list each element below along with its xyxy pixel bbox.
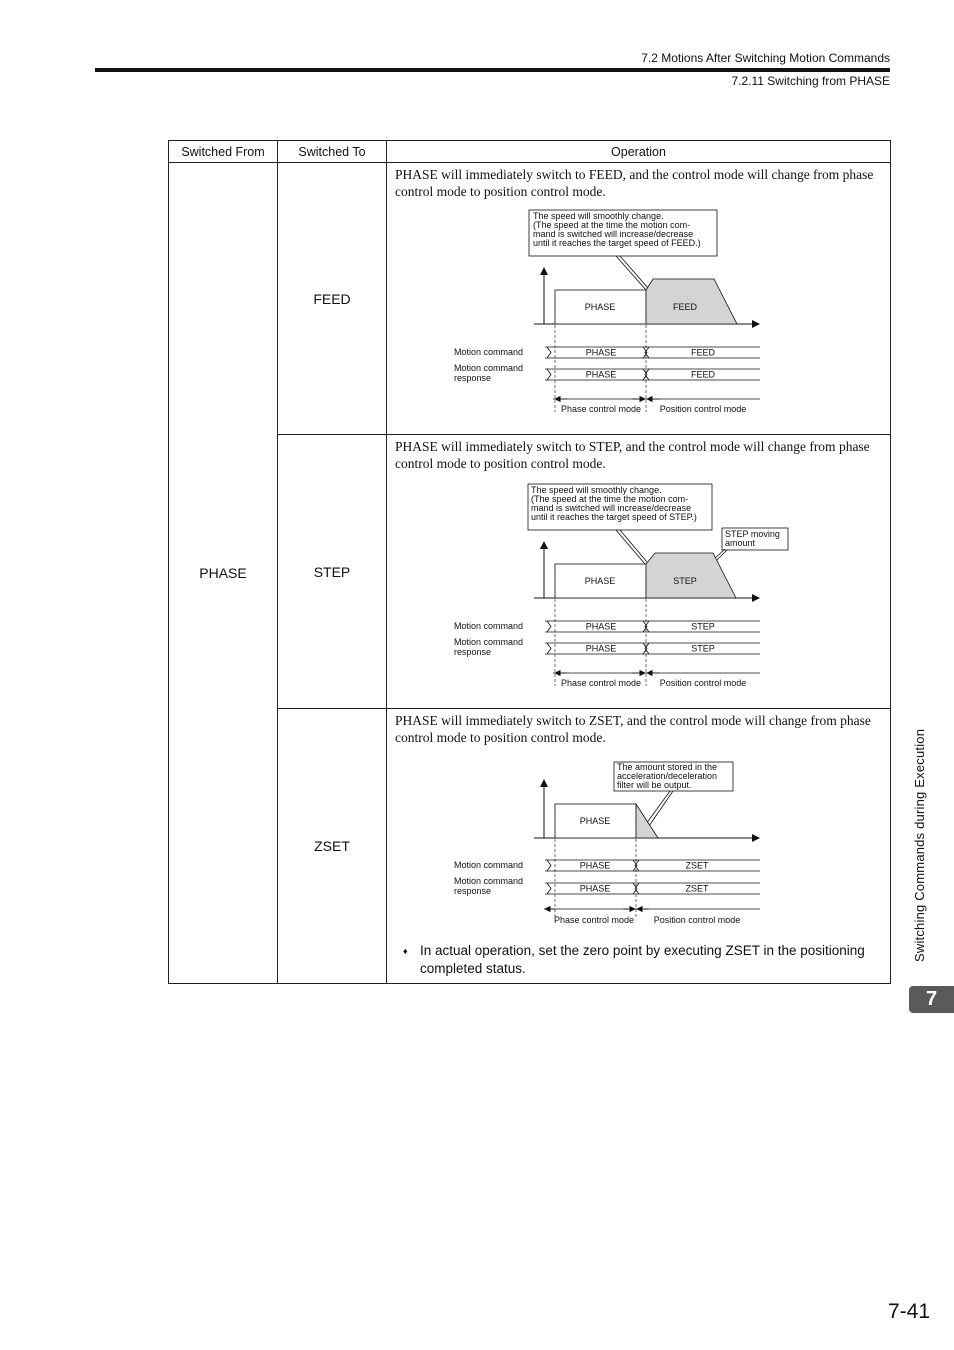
response-feed: FEED <box>691 370 716 380</box>
step-region <box>645 552 737 599</box>
header-rule <box>95 68 890 72</box>
command-step: STEP <box>691 622 715 632</box>
bullet-icon: ♦ <box>403 946 408 956</box>
note-line: amount <box>725 538 756 548</box>
bullet-text: In actual operation, set the zero point … <box>420 943 865 976</box>
note-box <box>613 761 734 792</box>
operation-cell-step: PHASE will immediately switch to STEP, a… <box>386 434 891 709</box>
operation-text: PHASE will immediately switch to STEP, a… <box>395 439 870 471</box>
page-number: 7-41 <box>887 1300 930 1323</box>
note-line: The amount stored in the <box>617 762 717 772</box>
command-phase: PHASE <box>586 622 617 632</box>
note-box <box>527 483 713 531</box>
phase-region-label: PHASE <box>585 576 616 586</box>
position-control-mode-label: Position control mode <box>654 915 741 925</box>
motion-response-label: response <box>454 647 491 657</box>
note-line: acceleration/deceleration <box>617 771 717 781</box>
switched-to-zset: ZSET <box>277 708 387 984</box>
phase-region-label: PHASE <box>585 302 616 312</box>
feed-region-label: FEED <box>673 302 698 312</box>
motion-response-label: Motion command <box>454 876 523 886</box>
response-step: STEP <box>691 644 715 654</box>
response-phase: PHASE <box>586 644 617 654</box>
table-header-row: Switched From Switched To Operation <box>168 140 891 163</box>
chapter-side-title: Switching Commands during Execution <box>912 728 927 962</box>
table-row: PHASE FEED PHASE will immediately switch… <box>168 162 891 984</box>
phase-control-mode-label: Phase control mode <box>561 404 641 414</box>
timing-diagram-step: The speed will smoothly change. (The spe… <box>454 483 789 688</box>
position-control-mode-label: Position control mode <box>660 678 747 688</box>
motion-response-label: Motion command <box>454 637 523 647</box>
switched-to-feed: FEED <box>277 162 387 435</box>
operation-text: PHASE will immediately switch to ZSET, a… <box>395 713 871 745</box>
note-leader <box>615 255 649 291</box>
switching-table: Switched From Switched To Operation PHAS… <box>168 140 891 984</box>
note-leader <box>645 790 674 827</box>
phase-control-mode-label: Phase control mode <box>554 915 634 925</box>
step-amount-box <box>721 527 789 551</box>
col-switched-from: Switched From <box>168 140 278 163</box>
switched-to-step: STEP <box>277 434 387 709</box>
motion-command-label: Motion command <box>454 860 523 870</box>
note-line: until it reaches the target speed of FEE… <box>533 238 701 248</box>
phase-region <box>554 289 647 325</box>
phase-control-mode-label: Phase control mode <box>561 678 641 688</box>
response-zset: ZSET <box>685 884 709 894</box>
col-operation: Operation <box>386 140 891 163</box>
bullet-note: ♦ In actual operation, set the zero poin… <box>403 942 880 978</box>
command-zset: ZSET <box>685 861 709 871</box>
timing-diagram-feed: The speed will smoothly change. (The spe… <box>454 209 760 414</box>
operation-cell-feed: PHASE will immediately switch to FEED, a… <box>386 162 891 435</box>
note-line: filter will be output. <box>617 780 692 790</box>
note-line: The speed will smoothly change. <box>533 211 664 221</box>
chapter-tab: 7 <box>909 986 954 1013</box>
response-phase: PHASE <box>586 370 617 380</box>
filter-output-region <box>635 802 659 839</box>
command-phase: PHASE <box>586 348 617 358</box>
section-header: 7.2 Motions After Switching Motion Comma… <box>641 51 890 65</box>
command-bus <box>545 346 760 381</box>
operation-text: PHASE will immediately switch to FEED, a… <box>395 167 874 199</box>
motion-response-label: Motion command <box>454 363 523 373</box>
motion-command-label: Motion command <box>454 621 523 631</box>
motion-response-label: response <box>454 886 491 896</box>
command-feed: FEED <box>691 348 716 358</box>
timing-diagram-zset: The amount stored in the acceleration/de… <box>454 761 760 925</box>
feed-region <box>645 278 738 325</box>
response-phase: PHASE <box>580 884 611 894</box>
position-control-mode-label: Position control mode <box>660 404 747 414</box>
note-line: mand is switched will increase/decrease <box>531 503 691 513</box>
note-line: (The speed at the time the motion com- <box>531 494 688 504</box>
step-region-label: STEP <box>673 576 697 586</box>
command-phase: PHASE <box>580 861 611 871</box>
table-row: ZSET PHASE will immediately switch to ZS… <box>169 708 891 984</box>
note-box <box>528 209 718 257</box>
command-bus <box>545 859 760 895</box>
note-leader <box>615 529 648 565</box>
note-line: until it reaches the target speed of STE… <box>531 512 697 522</box>
motion-response-label: response <box>454 373 491 383</box>
note-line: The speed will smoothly change. <box>531 485 662 495</box>
motion-command-label: Motion command <box>454 347 523 357</box>
operation-cell-zset: PHASE will immediately switch to ZSET, a… <box>386 708 891 984</box>
table-row: STEP PHASE will immediately switch to ST… <box>169 434 891 709</box>
phase-region <box>554 563 647 599</box>
note-line: (The speed at the time the motion com- <box>533 220 690 230</box>
col-switched-to: Switched To <box>277 140 387 163</box>
note-line: mand is switched will increase/decrease <box>533 229 693 239</box>
note-line: STEP moving <box>725 529 780 539</box>
phase-region-label: PHASE <box>580 816 611 826</box>
command-bus <box>545 620 760 655</box>
subsection-header: 7.2.11 Switching from PHASE <box>731 74 890 88</box>
switched-from-cell: PHASE <box>168 162 278 984</box>
